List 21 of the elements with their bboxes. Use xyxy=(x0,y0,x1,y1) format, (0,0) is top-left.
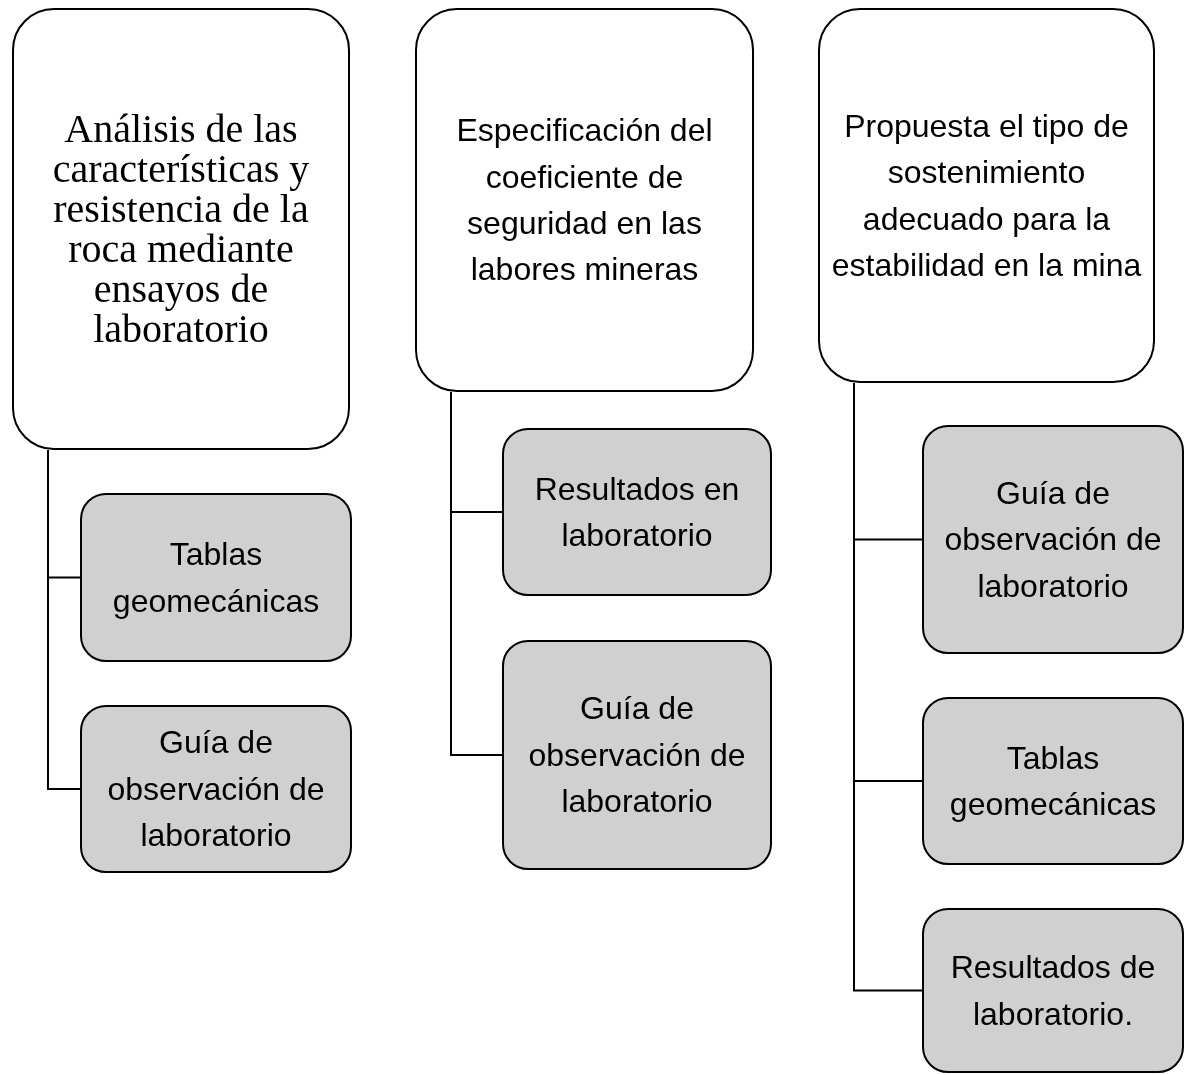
node-text: Propuesta el tipo de sostenimiento adecuado para la estabilidad en la mina xyxy=(830,106,1143,285)
node-text: Guía de observación de laboratorio xyxy=(527,689,747,822)
node-text: Tablas geomecánicas xyxy=(948,738,1158,824)
node-text: Especificación del coeficiente de seguridad en las labores mineras xyxy=(455,111,714,290)
instrument-box xyxy=(922,908,1184,1073)
objective-box xyxy=(12,8,350,450)
node-text: Guía de observación de laboratorio xyxy=(943,473,1163,606)
node-text: Resultados en laboratorio xyxy=(533,469,741,555)
connector-line xyxy=(47,449,81,790)
objective-box xyxy=(415,8,754,392)
node-text: Resultados de laboratorio. xyxy=(949,948,1157,1034)
node-text: Análisis de las características y resistencia de la roca mediante ensayos de laboratorio xyxy=(51,109,311,349)
instrument-box xyxy=(502,428,772,596)
instrument-box xyxy=(80,493,352,662)
instrument-box xyxy=(502,640,772,870)
objective-box xyxy=(818,8,1155,383)
node-text: Guía de observación de laboratorio xyxy=(106,723,326,856)
instrument-box xyxy=(80,705,352,873)
instrument-box xyxy=(922,697,1184,865)
instrument-box xyxy=(922,425,1184,654)
node-text: Tablas geomecánicas xyxy=(111,535,321,621)
